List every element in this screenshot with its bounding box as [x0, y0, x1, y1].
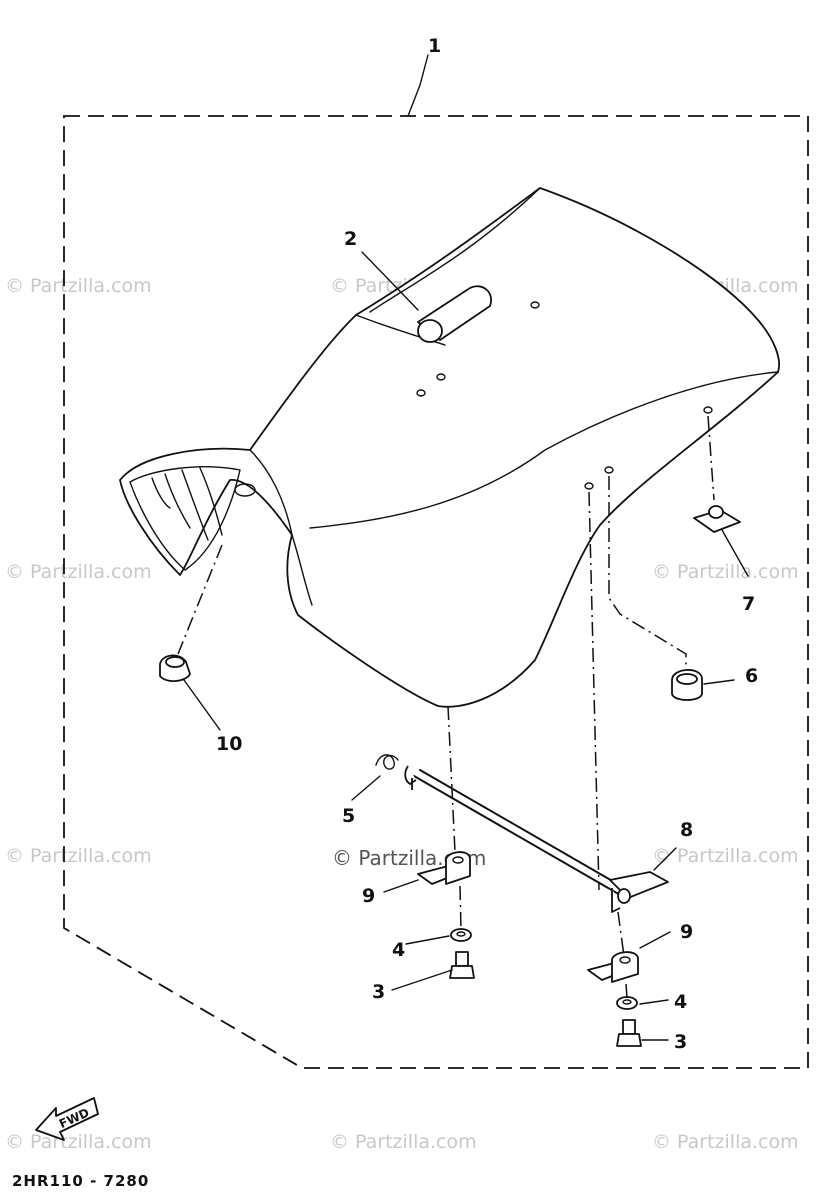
seat-rib — [199, 467, 223, 536]
mount-hole — [604, 466, 614, 474]
drawing-code: 2HR110 - 7280 — [12, 1172, 149, 1190]
mount-hole — [703, 406, 713, 414]
seat-front-hole — [234, 483, 256, 497]
callout-3-upper: 3 — [372, 981, 385, 1003]
callout-7: 7 — [742, 593, 755, 615]
part-6-damper — [671, 669, 703, 701]
seat-rear-panel-edge — [369, 187, 541, 313]
mount-hole — [530, 301, 540, 309]
seat-rib — [164, 473, 191, 529]
part-9-bracket-upper — [417, 851, 471, 885]
seat-rib — [181, 469, 209, 541]
assembly-boundary — [63, 115, 809, 1069]
part-7-clip-nut — [693, 505, 741, 533]
callout-4-upper: 4 — [392, 939, 405, 961]
mount-hole — [436, 373, 446, 381]
watermark: © Partzilla.com — [652, 845, 799, 867]
part-4-washer-a — [450, 928, 472, 942]
seat-rear-panel-edge — [355, 314, 446, 346]
callout-9-upper: 9 — [362, 885, 375, 907]
seat-rib — [151, 477, 171, 509]
watermark: © Partzilla.com — [5, 275, 152, 297]
callout-10: 10 — [216, 733, 242, 755]
seat-part — [119, 187, 780, 708]
part-10-damper — [159, 654, 191, 682]
watermark: © Partzilla.com — [652, 1131, 799, 1153]
seat-front-crease — [309, 371, 779, 529]
seat-side-skirt — [291, 534, 313, 606]
callout-4-lower: 4 — [674, 991, 687, 1013]
callout-8: 8 — [680, 819, 693, 841]
alignment-lines — [177, 415, 715, 999]
callout-1: 1 — [428, 35, 441, 57]
part-2-hook — [417, 285, 492, 343]
watermark: © Partzilla.com — [652, 561, 799, 583]
part-8-lock-rod — [404, 765, 669, 913]
watermark: © Partzilla.com — [5, 1131, 152, 1153]
mount-hole — [416, 389, 426, 397]
seat-underside-pocket — [129, 466, 241, 571]
callout-2: 2 — [344, 228, 357, 250]
seat-outline — [119, 187, 780, 708]
watermarks: © Partzilla.com © Partzilla.com © Partzi… — [5, 275, 799, 1153]
mount-hole — [584, 482, 594, 490]
watermark: © Partzilla.com — [330, 1131, 477, 1153]
callout-5: 5 — [342, 805, 355, 827]
part-3-bolt-b — [616, 1019, 642, 1047]
callout-6: 6 — [745, 665, 758, 687]
leader-lines — [183, 54, 749, 1041]
callout-9-lower: 9 — [680, 921, 693, 943]
callout-3-lower: 3 — [674, 1031, 687, 1053]
part-9-bracket-lower — [587, 951, 639, 983]
watermark: © Partzilla.com — [5, 845, 152, 867]
watermark: © Partzilla.com — [5, 561, 152, 583]
part-4-washer-b — [616, 996, 638, 1010]
callouts: 1 2 7 6 10 5 8 9 4 3 9 4 3 — [216, 35, 758, 1053]
part-5-spring — [375, 754, 399, 770]
seat-top-ridge — [249, 449, 293, 536]
part-3-bolt-a — [449, 951, 475, 979]
